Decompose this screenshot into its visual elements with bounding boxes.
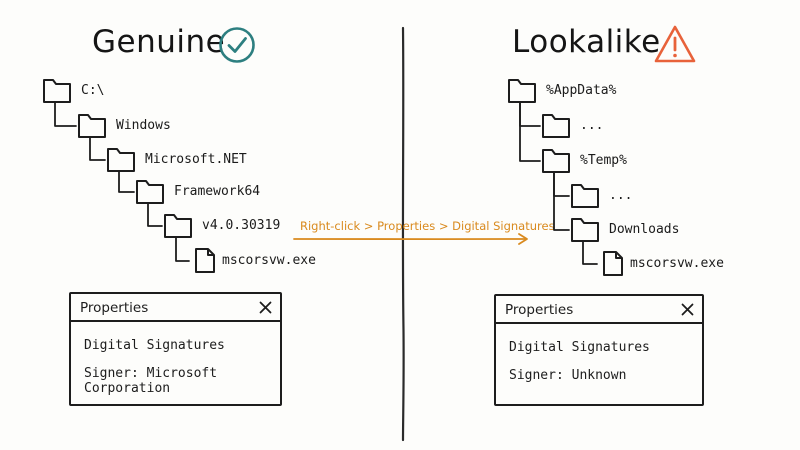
tree-connector: [553, 172, 570, 197]
folder-label[interactable]: %Temp%: [580, 153, 627, 168]
folder-label[interactable]: C:\: [81, 83, 105, 98]
close-icon[interactable]: [259, 301, 272, 314]
dialog-row-digital-signatures[interactable]: Digital Signatures: [509, 340, 650, 355]
tree-connector: [54, 102, 77, 127]
dialog-row-digital-signatures[interactable]: Digital Signatures: [84, 338, 225, 353]
folder-label[interactable]: Microsoft.NET: [145, 152, 247, 167]
arrow-label: Right-click > Properties > Digital Signa…: [300, 219, 555, 233]
folder-icon[interactable]: [107, 148, 135, 172]
dialog-header: Properties: [71, 294, 280, 322]
tree-connector: [553, 172, 570, 231]
dialog-title: Properties: [505, 302, 574, 318]
tree-connector: [582, 241, 598, 265]
folder-label[interactable]: %AppData%: [546, 83, 617, 98]
tree-connector: [118, 171, 135, 193]
folder-label[interactable]: Downloads: [609, 222, 680, 237]
folder-icon[interactable]: [43, 79, 71, 103]
tree-connector: [175, 237, 190, 262]
folder-icon[interactable]: [78, 114, 106, 138]
folder-icon[interactable]: [571, 184, 599, 208]
genuine-title: Genuine: [92, 24, 226, 60]
lookalike-title: Lookalike: [512, 24, 661, 60]
tree-connector: [519, 102, 541, 162]
file-label[interactable]: mscorsvw.exe: [222, 253, 316, 268]
folder-label[interactable]: Framework64: [174, 184, 261, 199]
lookalike-properties-dialog: Properties Digital Signatures Signer: Un…: [494, 294, 704, 406]
warning-triangle-icon: [654, 25, 696, 63]
folder-label[interactable]: Windows: [116, 118, 171, 133]
file-label[interactable]: mscorsvw.exe: [630, 256, 724, 271]
tree-connector: [89, 137, 106, 161]
dialog-header: Properties: [496, 296, 702, 324]
folder-icon[interactable]: [164, 214, 192, 238]
dialog-row-signer: Signer: Unknown: [509, 368, 627, 383]
tree-connector: [147, 203, 163, 227]
folder-label[interactable]: ...: [580, 118, 604, 133]
folder-label[interactable]: ...: [609, 188, 633, 203]
genuine-properties-dialog: Properties Digital Signatures Signer: Mi…: [69, 292, 282, 406]
folder-icon[interactable]: [542, 149, 570, 173]
folder-icon[interactable]: [571, 218, 599, 242]
folder-icon[interactable]: [542, 114, 570, 138]
tree-connector: [519, 102, 541, 127]
dialog-row-signer: Signer: Microsoft Corporation: [84, 366, 218, 396]
folder-icon[interactable]: [136, 180, 164, 204]
file-icon[interactable]: [603, 251, 623, 276]
file-icon[interactable]: [195, 248, 215, 273]
close-icon[interactable]: [681, 303, 694, 316]
folder-icon[interactable]: [508, 79, 536, 103]
dialog-title: Properties: [80, 300, 149, 316]
folder-label[interactable]: v4.0.30319: [202, 218, 281, 233]
check-circle-icon: [219, 27, 255, 63]
